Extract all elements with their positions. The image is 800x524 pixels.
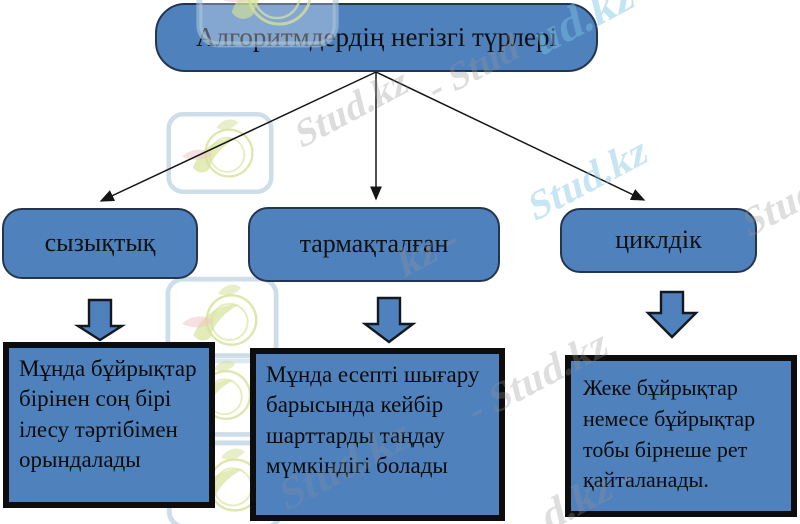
branch-node-cyclic: циклдік — [560, 208, 757, 273]
branch-connector-lines — [99, 71, 646, 202]
block-down-arrows — [73, 290, 699, 344]
description-text: Жеке бұйрықтар немесе бұйрықтар тобы бір… — [583, 375, 756, 493]
block-arrow-cyclic — [645, 290, 699, 339]
description-text: Мұнда есепті шығару барысында кейбір шар… — [266, 362, 480, 479]
branch-node-label: циклдік — [615, 225, 702, 255]
branch-node-branched: тармақталған — [248, 207, 500, 282]
description-text: Мұнда бұйрықтар бірінен соң бірі ілесу т… — [19, 356, 197, 473]
description-box-cyclic: Жеке бұйрықтар немесе бұйрықтар тобы бір… — [565, 355, 797, 517]
branch-node-label: тармақталған — [299, 229, 449, 259]
branch-node-linear: сызықтық — [2, 208, 198, 279]
block-arrow-linear — [73, 298, 127, 342]
block-arrow-branched — [361, 296, 417, 344]
branch-node-label: сызықтық — [44, 228, 156, 258]
root-node-label: Алгоритмдердің негізгі түрлері — [196, 21, 557, 52]
description-box-linear: Мұнда бұйрықтар бірінен соң бірі ілесу т… — [3, 342, 215, 508]
description-box-branched: Мұнда есепті шығару барысында кейбір шар… — [250, 348, 505, 521]
root-node-algorithm-types: Алгоритмдердің негізгі түрлері — [155, 3, 598, 72]
